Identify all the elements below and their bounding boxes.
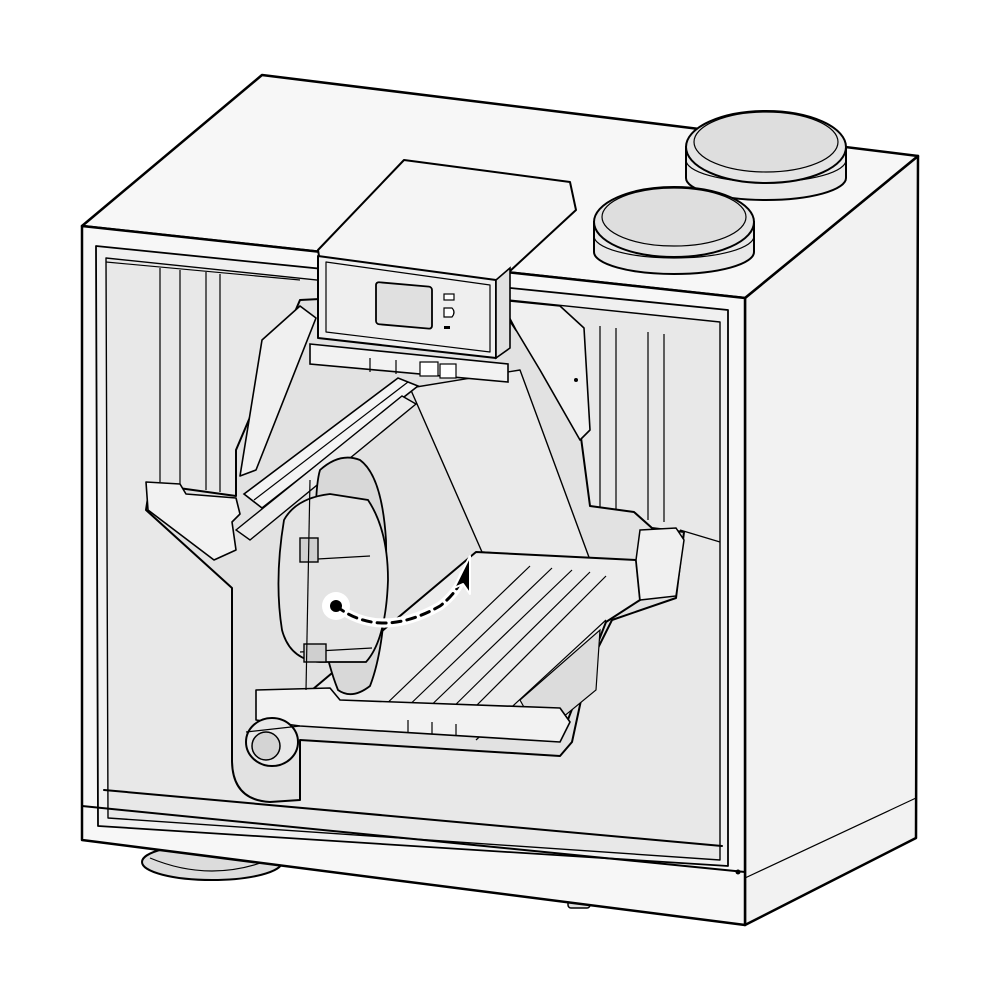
left-duct-channels	[105, 261, 301, 492]
button-middle[interactable]	[443, 307, 455, 318]
drain-pipe	[245, 717, 301, 767]
button-top[interactable]	[443, 293, 455, 301]
left-slanted-wall	[239, 305, 317, 477]
control-panel-base	[309, 343, 509, 383]
display-screen	[375, 281, 433, 330]
top-spigot-rear	[685, 110, 847, 201]
left-shelf	[145, 481, 241, 561]
button-bottom[interactable]	[444, 326, 450, 329]
top-spigot-front	[593, 186, 755, 275]
right-upper-duct	[499, 299, 591, 441]
right-duct-channels	[599, 326, 721, 543]
airflow-arrow-icon	[322, 555, 471, 628]
control-panel-icon	[309, 159, 577, 383]
